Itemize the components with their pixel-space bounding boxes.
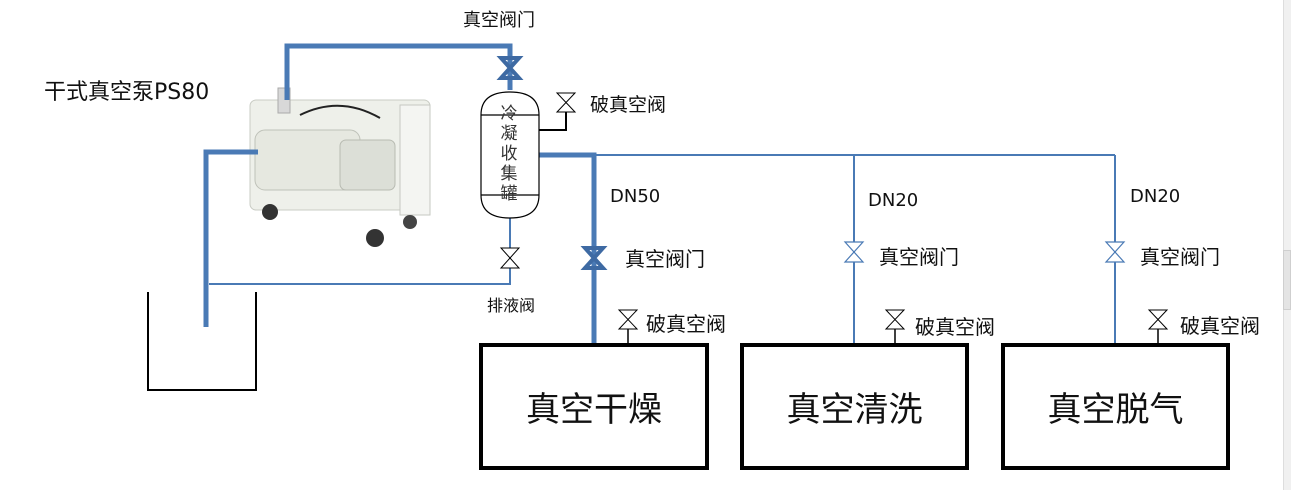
vent-label-2: 破真空阀 <box>915 315 995 339</box>
process-box-cleaning[interactable]: 真空清洗 <box>740 343 969 470</box>
process-box-degassing[interactable]: 真空脱气 <box>1001 343 1230 470</box>
valve-icon-dn20-2[interactable] <box>1104 241 1126 263</box>
pump-illustration <box>249 87 431 247</box>
valve-icon-dn50[interactable] <box>580 246 608 270</box>
vent-valve-icon-2[interactable] <box>884 309 906 330</box>
vent-valve-icon-3[interactable] <box>1147 309 1169 330</box>
condenser-tank <box>480 91 540 219</box>
vertical-scrollbar[interactable] <box>1283 0 1291 490</box>
pump-label: 干式真空泵PS80 <box>44 80 210 105</box>
pipe-size-label-3: DN20 <box>1130 186 1181 207</box>
collection-vessel <box>147 292 257 391</box>
drain-valve-icon[interactable] <box>499 247 521 269</box>
valve-label-3: 真空阀门 <box>1140 245 1220 269</box>
valve-label-1: 真空阀门 <box>625 247 705 271</box>
condenser-label: 冷 凝 收 集 罐 <box>500 104 518 204</box>
vent-valve-icon-1[interactable] <box>617 309 639 330</box>
vent-label-1: 破真空阀 <box>646 312 726 336</box>
vent-label-3: 破真空阀 <box>1180 314 1260 338</box>
vent-valve-icon-tank[interactable] <box>555 92 577 113</box>
top-valve-label: 真空阀门 <box>463 10 535 31</box>
tank-vent-label: 破真空阀 <box>590 94 667 116</box>
drain-valve-label: 排液阀 <box>487 296 536 315</box>
valve-label-2: 真空阀门 <box>879 245 959 269</box>
pipe-size-label-1: DN50 <box>610 186 661 207</box>
valve-icon-top[interactable] <box>496 56 524 80</box>
scrollbar-thumb[interactable] <box>1283 250 1291 310</box>
pipe-size-label-2: DN20 <box>868 190 919 211</box>
valve-icon-dn20-1[interactable] <box>843 241 865 263</box>
process-box-drying[interactable]: 真空干燥 <box>479 343 709 470</box>
